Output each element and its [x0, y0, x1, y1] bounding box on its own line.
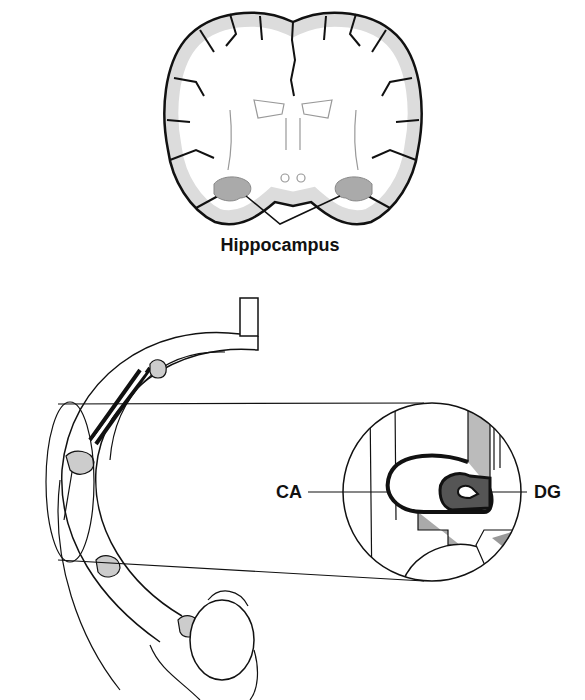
callout-label: CA	[276, 483, 302, 501]
callout-label: DG	[534, 483, 561, 501]
structure-label: Hippocampus	[220, 236, 339, 254]
